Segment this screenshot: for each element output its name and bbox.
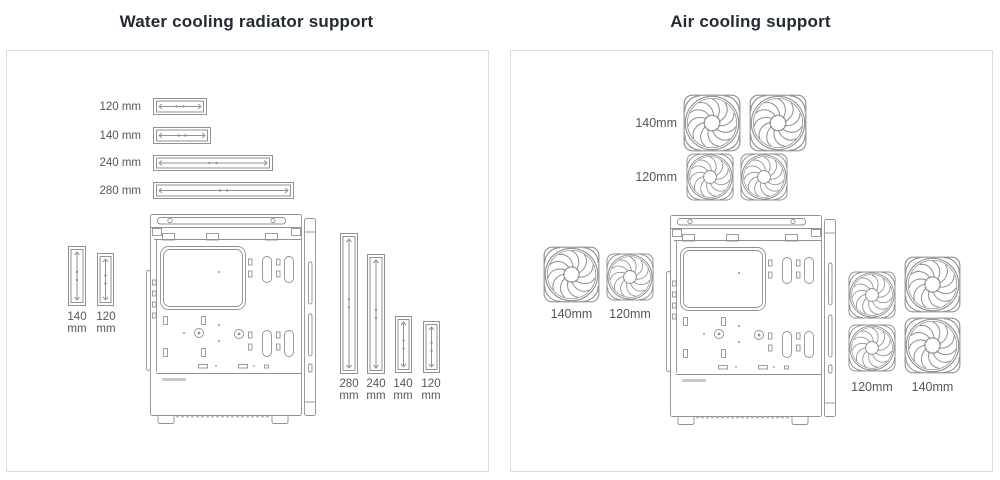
front-fan-140mm-label: 140mm <box>911 380 954 394</box>
size-value: 140 <box>393 378 413 390</box>
size-unit: mm <box>421 390 441 402</box>
size-value: 280 <box>339 378 359 390</box>
side-radiator-120mm-label: 120 mm <box>89 311 123 335</box>
size-unit: mm <box>393 390 413 402</box>
water-cooling-panel: 120 mm 140 mm 240 mm 280 mm 140 mm 120 m… <box>6 50 489 472</box>
radiator-120mm-icon <box>153 98 207 115</box>
size-value: 120 <box>96 311 116 323</box>
size-value: 240 <box>366 378 386 390</box>
fan-140mm-icon <box>543 246 600 303</box>
fan-140mm-icon <box>749 94 807 152</box>
front-radiator-280mm-icon <box>340 233 358 374</box>
radiator-280mm-label: 280 mm <box>99 184 141 197</box>
size-value: 120 <box>421 378 441 390</box>
side-radiator-140mm-icon <box>68 246 86 306</box>
radiator-140mm-label: 140 mm <box>99 129 141 142</box>
radiator-240mm-label: 240 mm <box>99 157 141 169</box>
fan-120mm-icon <box>606 253 654 301</box>
side-radiator-120mm-icon <box>97 253 114 306</box>
fan-140mm-icon <box>683 94 741 152</box>
fan-120mm-icon <box>848 324 896 372</box>
top-fans-120mm-label: 120mm <box>635 170 677 184</box>
water-panel-title: Water cooling radiator support <box>119 12 374 31</box>
radiator-120mm-label: 120 mm <box>99 100 141 113</box>
radiator-140mm-icon <box>153 127 211 144</box>
size-unit: mm <box>96 323 116 335</box>
fan-140mm-icon <box>904 256 961 313</box>
size-value: 140 <box>67 311 87 323</box>
front-radiator-140mm-label: 140 mm <box>386 378 420 402</box>
front-radiator-280mm-label: 280 mm <box>332 378 366 402</box>
air-panel-title: Air cooling support <box>670 12 831 31</box>
pc-case-illustration <box>666 215 836 425</box>
front-radiator-140mm-icon <box>395 316 412 373</box>
air-cooling-panel: 140mm 120mm 140mm 120mm 120mm 140mm <box>510 50 993 472</box>
side-fan-120mm-label: 120mm <box>609 307 651 321</box>
fan-140mm-icon <box>904 317 961 374</box>
radiator-280mm-icon <box>153 182 294 199</box>
front-radiator-240mm-icon <box>367 254 385 374</box>
front-radiator-120mm-icon <box>423 321 440 373</box>
front-radiator-240mm-label: 240 mm <box>359 378 393 402</box>
fan-120mm-icon <box>686 153 734 201</box>
pc-case-illustration <box>146 214 316 424</box>
side-radiator-140mm-label: 140 mm <box>60 311 94 335</box>
front-radiator-120mm-label: 120 mm <box>414 378 448 402</box>
fan-120mm-icon <box>740 153 788 201</box>
size-unit: mm <box>366 390 386 402</box>
top-fans-140mm-label: 140mm <box>635 116 677 130</box>
fan-120mm-icon <box>848 271 896 319</box>
size-unit: mm <box>67 323 87 335</box>
radiator-240mm-icon <box>153 155 273 171</box>
side-fan-140mm-label: 140mm <box>550 307 593 321</box>
size-unit: mm <box>339 390 359 402</box>
front-fan-120mm-label: 120mm <box>851 380 893 394</box>
